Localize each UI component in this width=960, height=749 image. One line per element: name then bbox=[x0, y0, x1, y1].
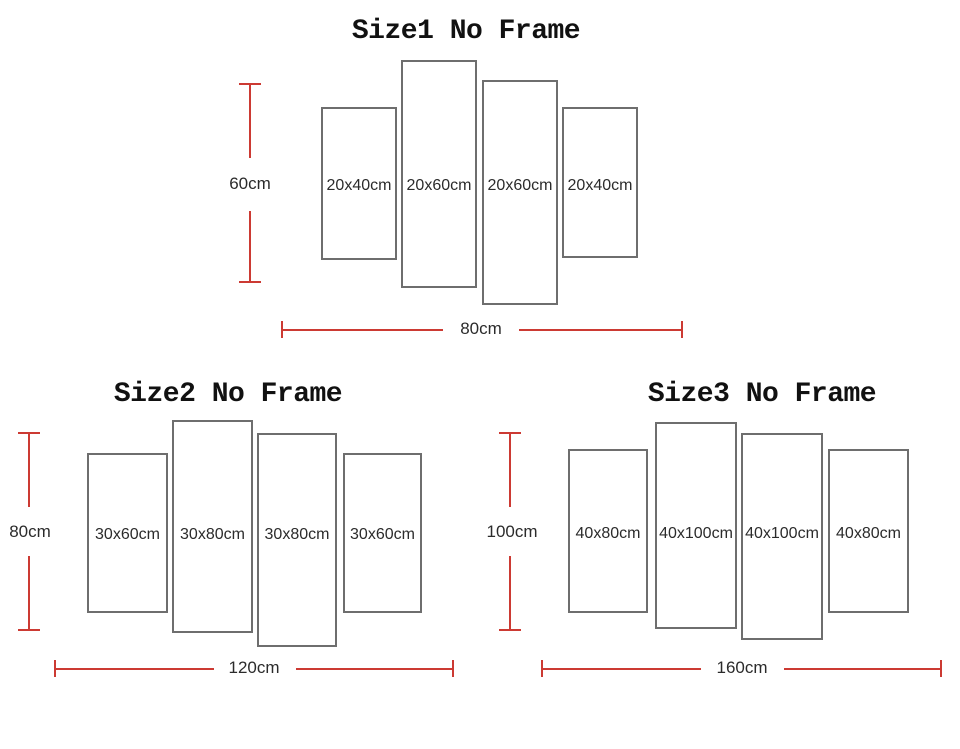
panel-label: 30x60cm bbox=[95, 526, 160, 543]
measure-cap-left bbox=[541, 660, 543, 677]
panel: 40x100cm bbox=[655, 422, 737, 629]
panel: 20x40cm bbox=[562, 107, 638, 258]
diagram-title: Size3 No Frame bbox=[647, 379, 877, 410]
measure-line-right bbox=[784, 668, 941, 670]
panel: 20x60cm bbox=[482, 80, 558, 305]
panel: 30x80cm bbox=[257, 433, 337, 647]
measure-line-left bbox=[283, 329, 443, 331]
panel-label: 40x100cm bbox=[659, 525, 733, 542]
height-measure-label: 80cm bbox=[9, 522, 51, 541]
diagram-title: Size1 No Frame bbox=[351, 16, 581, 47]
panel-label: 40x100cm bbox=[745, 525, 819, 542]
height-measure-label: 100cm bbox=[486, 522, 538, 541]
panel: 20x40cm bbox=[321, 107, 397, 260]
panel-label: 40x80cm bbox=[575, 525, 641, 542]
measure-line-bottom bbox=[249, 211, 251, 282]
measure-line-top bbox=[249, 84, 251, 158]
panel-label: 20x60cm bbox=[487, 177, 553, 194]
width-measure-label: 80cm bbox=[460, 319, 502, 338]
measure-cap-left bbox=[54, 660, 56, 677]
measure-line-bottom bbox=[509, 556, 511, 629]
panel: 40x100cm bbox=[741, 433, 823, 640]
measure-line-right bbox=[519, 329, 681, 331]
width-measure-label: 120cm bbox=[228, 658, 280, 677]
width-measure-label: 160cm bbox=[716, 658, 768, 677]
measure-cap-right bbox=[452, 660, 454, 677]
measure-cap-bottom bbox=[18, 629, 40, 631]
diagram-title: Size2 No Frame bbox=[113, 379, 343, 410]
panel: 20x60cm bbox=[401, 60, 477, 288]
height-measure-label: 60cm bbox=[229, 174, 271, 193]
panel-label: 20x40cm bbox=[567, 177, 633, 194]
panel: 40x80cm bbox=[828, 449, 909, 613]
measure-cap-bottom bbox=[239, 281, 261, 283]
measure-line-top bbox=[28, 433, 30, 507]
measure-cap-right bbox=[681, 321, 683, 338]
panel: 30x60cm bbox=[343, 453, 422, 613]
panel: 30x80cm bbox=[172, 420, 253, 633]
measure-line-top bbox=[509, 433, 511, 507]
measure-cap-bottom bbox=[499, 629, 521, 631]
measure-cap-right bbox=[940, 660, 942, 677]
panel-label: 30x80cm bbox=[180, 526, 245, 543]
panel-label: 30x80cm bbox=[264, 526, 330, 543]
measure-line-right bbox=[296, 668, 453, 670]
panel: 30x60cm bbox=[87, 453, 168, 613]
panel-label: 40x80cm bbox=[836, 525, 901, 542]
measure-line-left bbox=[543, 668, 701, 670]
panel-label: 20x60cm bbox=[406, 177, 472, 194]
measure-cap-left bbox=[281, 321, 283, 338]
measure-line-left bbox=[56, 668, 214, 670]
panel-label: 30x60cm bbox=[350, 526, 415, 543]
panel-label: 20x40cm bbox=[326, 177, 392, 194]
panel: 40x80cm bbox=[568, 449, 648, 613]
measure-line-bottom bbox=[28, 556, 30, 629]
